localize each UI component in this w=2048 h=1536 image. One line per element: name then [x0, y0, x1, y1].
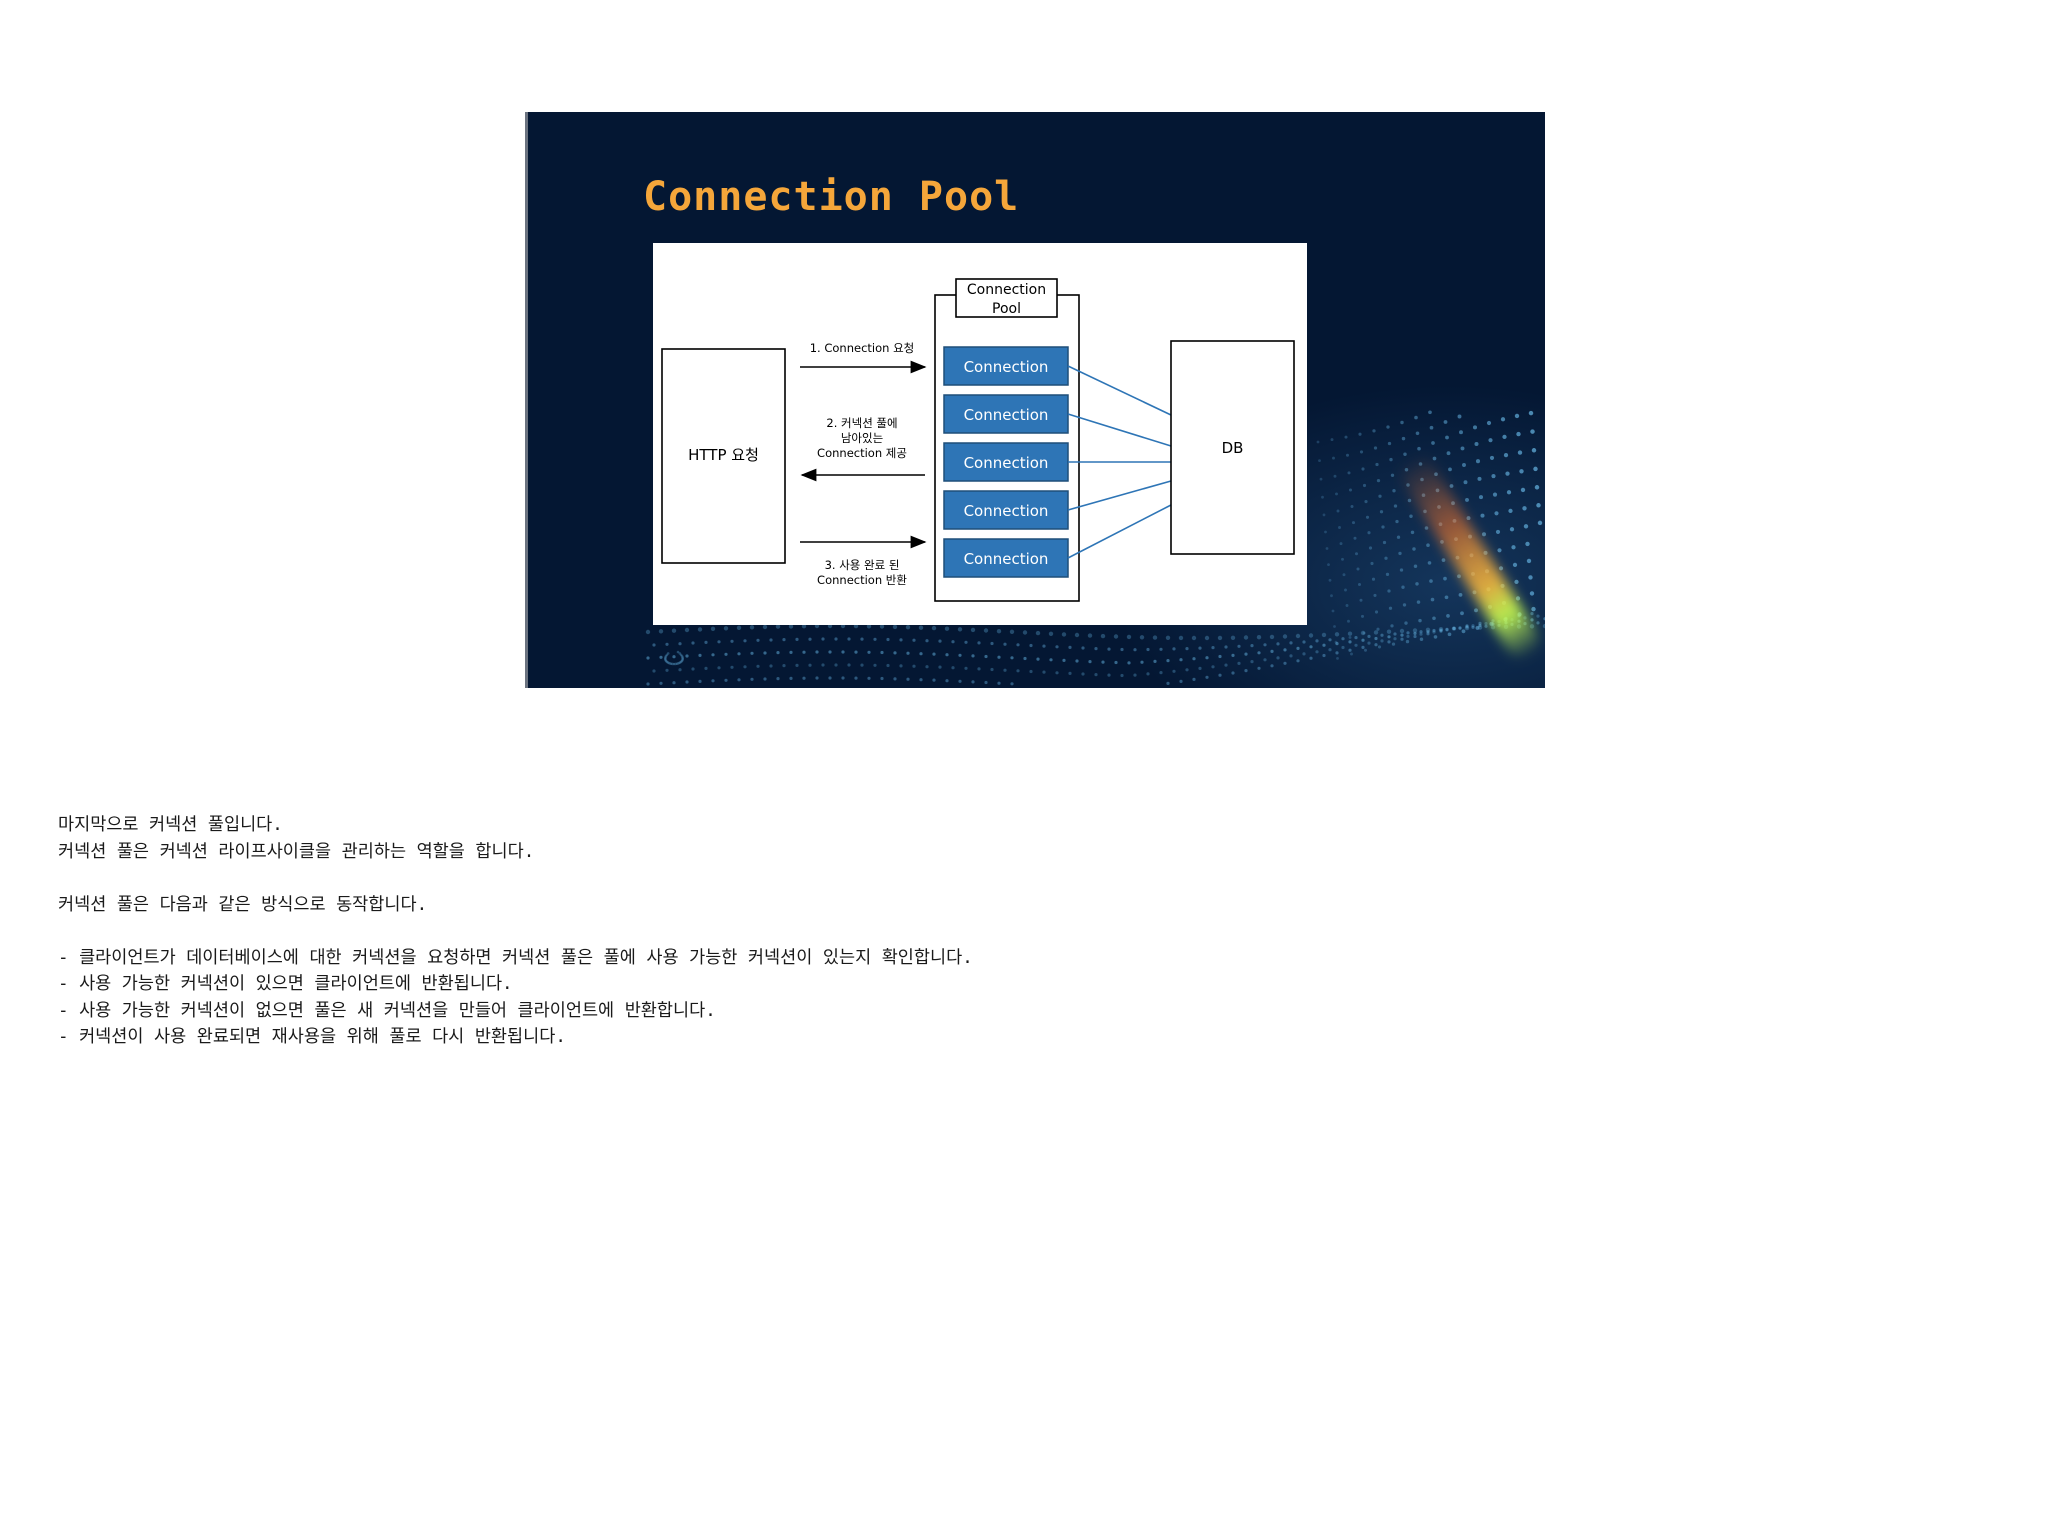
http-request-box: HTTP 요청 — [661, 348, 786, 564]
notes-line — [58, 865, 973, 892]
database-label: DB — [1222, 439, 1244, 457]
notes-line: 마지막으로 커넥션 풀입니다. — [58, 815, 283, 835]
step3-line1: 3. 사용 완료 된 — [825, 558, 900, 572]
speaker-notes: 마지막으로 커넥션 풀입니다. 커넥션 풀은 커넥션 라이프사이클을 관리하는 … — [58, 812, 973, 1051]
notes-line: - 클라이언트가 데이터베이스에 대한 커넥션을 요청하면 커넥션 풀은 풀에 … — [58, 947, 973, 968]
connection-item: Connection — [943, 490, 1069, 530]
connection-label: Connection — [964, 502, 1049, 520]
pool-header-box — [955, 278, 1058, 318]
step3-line2: Connection 반환 — [817, 573, 907, 587]
step2-line1: 2. 커넥션 풀에 — [826, 416, 897, 430]
notes-line: 커넥션 풀은 다음과 같은 방식으로 동작합니다. — [58, 894, 428, 915]
step2-line2: 남아있는 — [841, 431, 883, 445]
notes-line: - 사용 가능한 커넥션이 있으면 클라이언트에 반환됩니다. — [58, 974, 513, 994]
database-box: DB — [1170, 340, 1295, 555]
connection-item: Connection — [943, 394, 1069, 434]
pool-header-line1: Connection — [967, 282, 1046, 298]
notes-line: - 커넥션이 사용 완료되면 재사용을 위해 풀로 다시 반환됩니다. — [58, 1027, 566, 1047]
pool-header-line2: Pool — [992, 301, 1021, 317]
connection-item: Connection — [943, 538, 1069, 578]
notes-line: - 사용 가능한 커넥션이 없으면 풀은 새 커넥션을 만들어 클라이언트에 반… — [58, 1000, 716, 1021]
connection-item: Connection — [943, 442, 1069, 482]
notes-line: 커넥션 풀은 커넥션 라이프사이클을 관리하는 역할을 합니다. — [58, 841, 535, 862]
connection-label: Connection — [964, 358, 1049, 376]
connection-label: Connection — [964, 454, 1049, 472]
slide-title: Connection Pool — [643, 174, 1020, 220]
step2-line3: Connection 제공 — [817, 446, 907, 460]
connection-label: Connection — [964, 550, 1049, 568]
connection-db-links — [1067, 365, 1172, 559]
http-request-label: HTTP 요청 — [688, 446, 759, 464]
dot-pattern-decoration — [645, 410, 1545, 686]
connection-item: Connection — [943, 346, 1069, 386]
connection-pool-diagram: HTTP 요청 1. Connection 요청 2. 커넥션 풀에 남아있는 … — [653, 243, 1307, 625]
notes-line — [58, 918, 973, 945]
connection-label: Connection — [964, 406, 1049, 424]
slide: Connection Pool HTTP 요청 1. Connection 요청… — [525, 112, 1545, 688]
step1-label: 1. Connection 요청 — [810, 341, 915, 355]
